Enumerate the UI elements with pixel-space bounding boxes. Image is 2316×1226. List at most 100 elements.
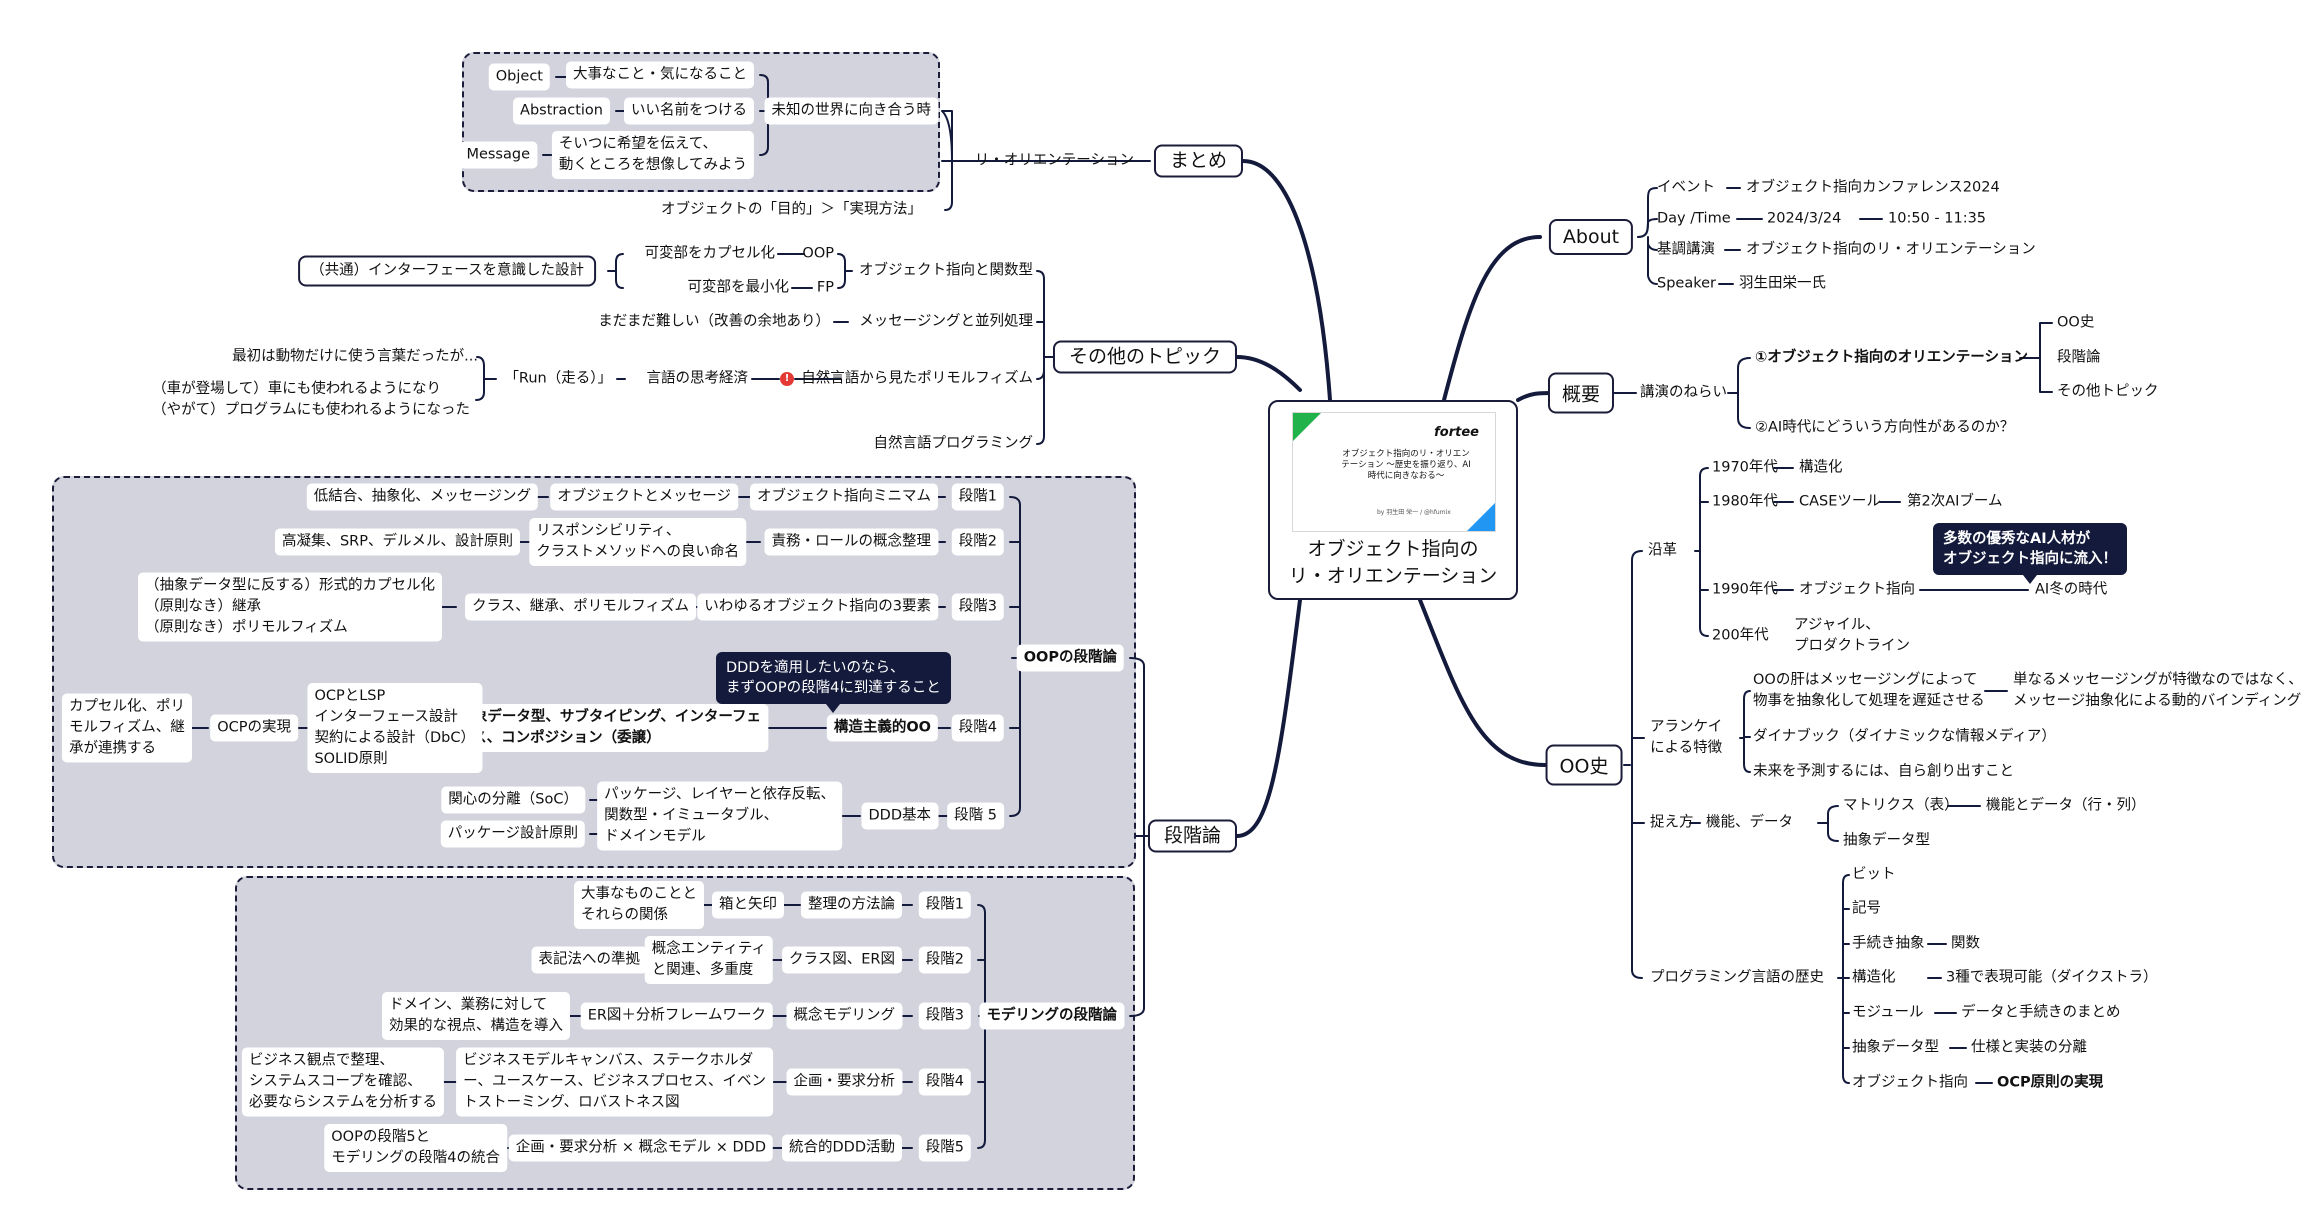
- summary-object-value: 大事なこと・気になること: [566, 61, 754, 89]
- history-links: [1773, 467, 2029, 591]
- history-1970-value: 構造化: [1799, 459, 1843, 476]
- interface-bracket: [607, 253, 624, 289]
- modeling-stages-label: モデリングの段階論: [979, 1002, 1124, 1030]
- topic-stages[interactable]: 段階論: [1147, 819, 1237, 853]
- lang-oo-note: OCP原則の実現: [1997, 1074, 2104, 1091]
- about-event-key: イベント: [1657, 179, 1715, 196]
- topic-other[interactable]: その他のトピック: [1052, 340, 1237, 374]
- summary-message-value: そいつに希望を伝えて、 動くところを想像してみよう: [551, 131, 754, 179]
- summary-reorientation: リ・オリエンテーション: [974, 152, 1134, 169]
- summary-unknown-world: 未知の世界に向き合う時: [764, 97, 938, 125]
- topic-about[interactable]: About: [1548, 219, 1634, 255]
- oop-stage2: 段階2: [951, 528, 1004, 556]
- summary-message: Message: [459, 141, 537, 169]
- model-stage5-name: 統合的DDD活動: [782, 1134, 902, 1162]
- lang-structured-note: 3種で表現可能（ダイクストラ）: [1946, 969, 2158, 986]
- oop-stage1: 段階1: [951, 483, 1004, 511]
- topic-messaging-value: まだまだ難しい（改善の余地あり）: [598, 313, 830, 330]
- oop-stage5-name: DDD基本: [861, 802, 938, 830]
- thumbnail-green-corner: [1293, 413, 1321, 441]
- kay-feature-1: OOの肝はメッセージングによって 物事を抽象化して処理を遅延させる: [1753, 672, 1985, 709]
- history-bracket: [1694, 467, 1709, 637]
- lang-oo: オブジェクト指向: [1852, 1074, 1968, 1091]
- oop-stage3-name: いわゆるオブジェクト指向の3要素: [697, 593, 938, 621]
- topic-fp: FP: [816, 279, 834, 296]
- kay-feature-3: 未来を予測するには、自ら創り出すこと: [1753, 763, 2014, 780]
- about-daytime-key: Day /Time: [1657, 210, 1731, 227]
- lang-structured: 構造化: [1852, 969, 1896, 986]
- lang-history: プログラミング言語の歴史: [1650, 969, 1824, 986]
- oop-stage4: 段階4: [951, 714, 1004, 742]
- grasp-matrix-note: 機能とデータ（行・列）: [1986, 797, 2146, 814]
- oop-stage3: 段階3: [951, 593, 1004, 621]
- oop-stage5-soc: 関心の分離（SoC）: [441, 786, 585, 814]
- history-1990-value: オブジェクト指向: [1799, 581, 1915, 598]
- grasp-adt: 抽象データ型: [1843, 832, 1930, 849]
- history-1990-value2: AI冬の時代: [2035, 581, 2108, 598]
- model-stage2-detail: 表記法への準拠: [531, 946, 647, 974]
- history-1990: 1990年代: [1712, 581, 1778, 598]
- overview-item1: ①オブジェクト指向のオリエンテーション: [1755, 349, 2028, 366]
- model-stage1-mid: 箱と矢印: [712, 891, 784, 919]
- oofp-bracket: [777, 253, 853, 289]
- lang-bit: ビット: [1852, 866, 1896, 883]
- model-stage2-mid: 概念エンティティ と関連、多重度: [644, 936, 773, 984]
- slide-thumbnail: fortee オブジェクト指向のリ・オリエンテーション 〜歴史を振り返り、AI時…: [1292, 412, 1496, 532]
- oop-stage4-mid: 抽象データ型、サブタイピング、インターフェ ース、コンポジション（委譲）: [451, 704, 768, 752]
- summary-abstraction-value: いい名前をつける: [624, 97, 754, 125]
- lang-adt-note: 仕様と実装の分離: [1971, 1039, 2087, 1056]
- model-stage4-mid: ビジネスモデルキャンバス、ステークホルダ ー、ユースケース、ビジネスプロセス、イ…: [456, 1047, 773, 1117]
- about-keynote-value: オブジェクト指向のリ・オリエンテーション: [1746, 241, 2036, 258]
- central-title: オブジェクト指向の リ・オリエンテーション: [1270, 536, 1516, 590]
- model-stage3-mid: ER図＋分析フレームワーク: [580, 1002, 773, 1030]
- lang-module-note: データと手続きのまとめ: [1961, 1004, 2121, 1021]
- topic-oo-history[interactable]: OO史: [1545, 744, 1623, 786]
- fortee-logo: fortee: [1434, 425, 1479, 440]
- oop-stage4-ocp: OCPの実現: [210, 714, 298, 742]
- branch-about: [1442, 235, 1542, 402]
- oohist-trunk: [1631, 550, 1645, 979]
- about-b4: [1647, 243, 1658, 285]
- oop-stage2-name: 責務・ロールの概念整理: [764, 528, 938, 556]
- summary-abstraction: Abstraction: [513, 97, 610, 125]
- model-stage4-name: 企画・要求分析: [786, 1068, 902, 1096]
- warning-icon: !: [780, 372, 794, 386]
- about-time-value: 10:50 - 11:35: [1888, 210, 1987, 227]
- model-stage2-name: クラス図、ER図: [782, 946, 902, 974]
- oop-stage1-detail: 低結合、抽象化、メッセージング: [306, 483, 538, 511]
- branch-overview: [1516, 391, 1552, 402]
- lang-symbol: 記号: [1852, 900, 1881, 917]
- topic-fp-value: 可変部を最小化: [687, 279, 790, 296]
- kay-bracket: [1739, 690, 2008, 773]
- lang-procedure: 手続き抽象: [1852, 935, 1925, 952]
- about-links: [1718, 187, 1883, 285]
- oop-stage2-detail: 高凝集、SRP、デルメル、設計原則: [274, 528, 520, 556]
- lang-bracket: [1837, 874, 1850, 1084]
- summary-purpose: オブジェクトの「目的」＞「実現方法」: [661, 201, 922, 218]
- topic-overview[interactable]: 概要: [1547, 372, 1615, 414]
- kay-feature-1-note: 単なるメッセージングが特徴なのではなく、 メッセージ抽象化による動的バインディン…: [2013, 672, 2303, 709]
- central-topic[interactable]: fortee オブジェクト指向のリ・オリエンテーション 〜歴史を振り返り、AI時…: [1268, 400, 1518, 600]
- oop-stage5: 段階 5: [947, 802, 1004, 830]
- model-stage5-mid: 企画・要求分析 × 概念モデル × DDD: [508, 1134, 773, 1162]
- model-stage1-detail: 大事なものことと それらの関係: [574, 881, 704, 929]
- history-2000-value: アジャイル、 プロダクトライン: [1794, 617, 1910, 654]
- kay-feature-2: ダイナブック（ダイナミックな情報メディア）: [1753, 728, 2056, 745]
- model-stage4-detail: ビジネス観点で整理、 システムスコープを確認、 必要ならシステムを分析する: [241, 1047, 444, 1117]
- branch-other: [1235, 355, 1302, 392]
- thumbnail-blue-corner: [1467, 503, 1495, 531]
- topic-polymorphism: 自然言語から見たポリモルフィズム: [801, 370, 1033, 387]
- branch-summary: [1241, 159, 1332, 402]
- overview-item2: ②AI時代にどういう方向性があるのか？: [1755, 419, 2015, 436]
- oop-stage4-detail: カプセル化、ポリ モルフィズム、継 承が連携する: [62, 693, 192, 763]
- stages-bracket: [1129, 657, 1151, 1017]
- topic-summary[interactable]: まとめ: [1153, 144, 1243, 178]
- oop-stage1-mid: オブジェクトとメッセージ: [550, 483, 738, 511]
- model-stage1-name: 整理の方法論: [801, 891, 902, 919]
- oop-stage1-name: オブジェクト指向ミニマム: [750, 483, 938, 511]
- about-speaker-value: 羽生田栄一氏: [1739, 275, 1826, 292]
- grasp-matrix: マトリクス（表）: [1843, 797, 1959, 814]
- history-label: 沿革: [1648, 542, 1677, 559]
- about-event-value: オブジェクト指向カンファレンス2024: [1746, 179, 2000, 196]
- lang-adt: 抽象データ型: [1852, 1039, 1939, 1056]
